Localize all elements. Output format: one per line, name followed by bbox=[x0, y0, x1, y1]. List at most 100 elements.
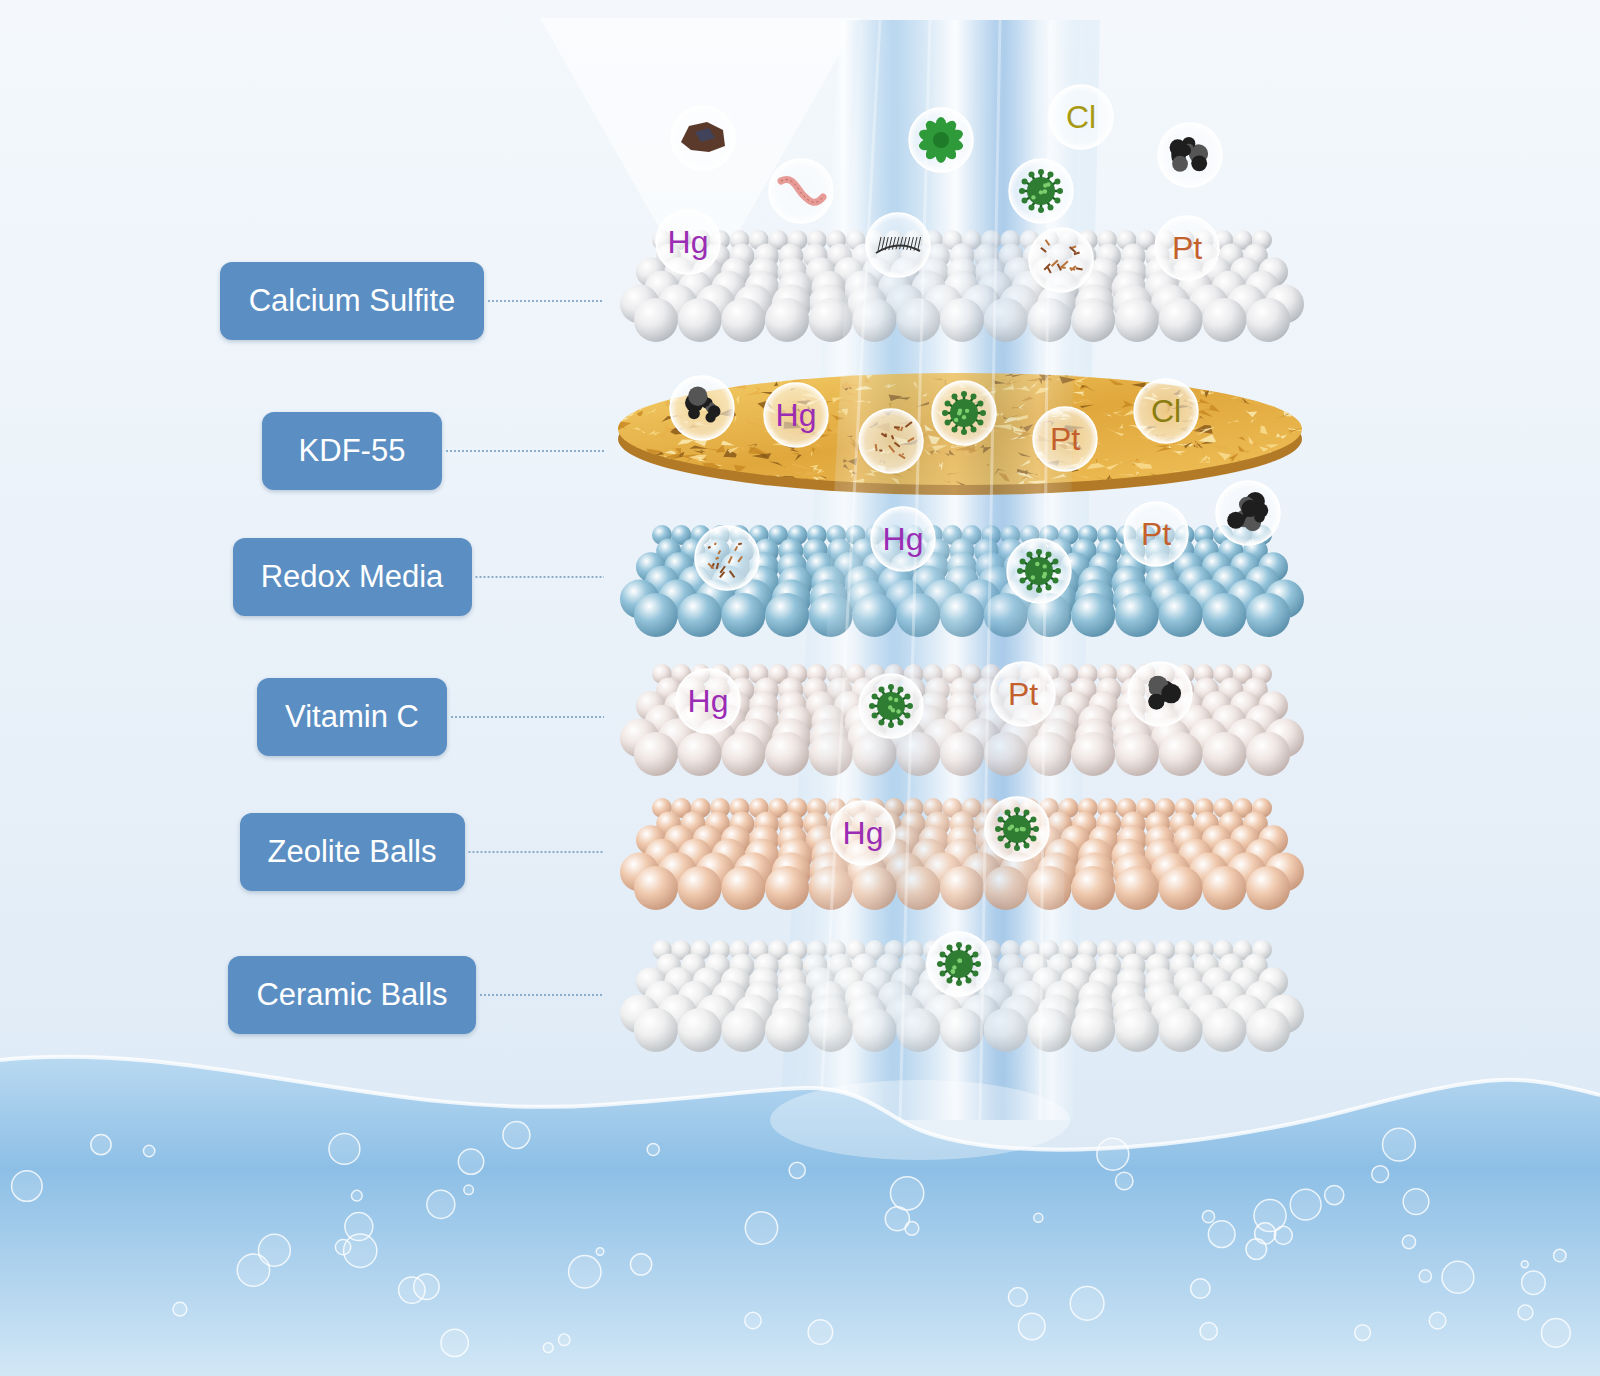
water-bubble bbox=[789, 1162, 805, 1178]
rock-icon bbox=[681, 122, 725, 152]
water-bubble bbox=[1019, 1313, 1046, 1340]
water-bubble bbox=[1355, 1325, 1371, 1341]
media-ball bbox=[765, 866, 809, 910]
water-bubble bbox=[1442, 1261, 1474, 1293]
layer-name: Vitamin C bbox=[285, 699, 419, 735]
media-ball bbox=[721, 732, 765, 776]
water-bubble bbox=[458, 1149, 483, 1174]
water-bubble bbox=[237, 1254, 269, 1286]
virus-icon bbox=[942, 391, 986, 435]
media-ball bbox=[721, 593, 765, 637]
media-ball bbox=[1159, 298, 1203, 342]
water-bubble bbox=[503, 1122, 530, 1149]
bubble bbox=[859, 674, 923, 738]
splash bbox=[770, 1080, 1070, 1160]
flower-icon bbox=[917, 117, 964, 163]
virus-icon bbox=[937, 942, 981, 986]
water-bubble bbox=[173, 1302, 187, 1316]
media-ball bbox=[1202, 593, 1246, 637]
media-ball bbox=[721, 1008, 765, 1052]
blob-icon bbox=[1170, 137, 1209, 172]
water-bubble bbox=[745, 1212, 777, 1244]
media-ball bbox=[1246, 732, 1290, 776]
water-bubble bbox=[1372, 1166, 1389, 1183]
bubble bbox=[1158, 123, 1222, 187]
layer-name: Redox Media bbox=[261, 559, 444, 595]
bubble bbox=[1049, 85, 1113, 149]
layer-label-box: Vitamin C bbox=[257, 678, 447, 756]
element-symbol: Hg bbox=[883, 523, 924, 555]
water-bubble bbox=[91, 1135, 111, 1155]
leader-line bbox=[446, 450, 604, 452]
bubble bbox=[1155, 216, 1219, 280]
media-ball bbox=[1202, 732, 1246, 776]
bubble bbox=[1128, 662, 1192, 726]
water-bubble bbox=[345, 1213, 373, 1241]
media-ball bbox=[1246, 866, 1290, 910]
bubble bbox=[1007, 539, 1071, 603]
water-bubble bbox=[569, 1256, 601, 1288]
bubble bbox=[866, 213, 930, 277]
media-ball bbox=[1246, 593, 1290, 637]
element-symbol: Hg bbox=[776, 399, 817, 431]
media-ball bbox=[1071, 732, 1115, 776]
media-ball bbox=[678, 866, 722, 910]
water-bubble bbox=[890, 1177, 923, 1210]
media-ball bbox=[678, 298, 722, 342]
media-ball bbox=[1071, 1008, 1115, 1052]
bubble bbox=[764, 383, 828, 447]
water-bubble bbox=[1115, 1172, 1132, 1189]
lashes-icon bbox=[876, 237, 921, 253]
media-ball bbox=[1159, 1008, 1203, 1052]
bubble bbox=[831, 801, 895, 865]
leader-line bbox=[451, 716, 604, 718]
flake-icon bbox=[1041, 240, 1083, 273]
worm-icon bbox=[781, 180, 823, 203]
element-symbol: Pt bbox=[1141, 518, 1171, 550]
water-bubble bbox=[1402, 1235, 1415, 1248]
leader-line bbox=[476, 576, 605, 578]
bubble bbox=[656, 210, 720, 274]
water-bubble bbox=[808, 1320, 833, 1345]
water-bubble bbox=[351, 1190, 362, 1201]
water-stream-front bbox=[800, 20, 1080, 1120]
water-bubble bbox=[1521, 1261, 1528, 1268]
bubble bbox=[932, 381, 996, 445]
water-bubble bbox=[143, 1145, 154, 1156]
water-bubble bbox=[543, 1343, 553, 1353]
layer-label-box: KDF-55 bbox=[262, 412, 442, 490]
media-ball bbox=[1071, 298, 1115, 342]
water-bubble bbox=[1274, 1226, 1292, 1244]
media-ball bbox=[1115, 298, 1159, 342]
media-ball bbox=[1246, 1008, 1290, 1052]
leader-line bbox=[469, 851, 605, 853]
bubble bbox=[1029, 228, 1093, 292]
layer-label-box: Redox Media bbox=[233, 538, 472, 616]
media-ball bbox=[1159, 732, 1203, 776]
element-symbol: Cl bbox=[1151, 395, 1181, 427]
media-ball bbox=[1159, 593, 1203, 637]
media-ball bbox=[634, 1008, 678, 1052]
media-ball bbox=[634, 866, 678, 910]
bubble bbox=[991, 662, 1055, 726]
leader-line bbox=[480, 994, 604, 996]
layer-label-box: Zeolite Balls bbox=[240, 813, 465, 891]
media-ball bbox=[634, 298, 678, 342]
media-ball bbox=[721, 298, 765, 342]
bubble bbox=[859, 409, 923, 473]
virus-icon bbox=[1019, 169, 1063, 213]
layer-label-box: Ceramic Balls bbox=[228, 956, 476, 1034]
element-symbol: Pt bbox=[1050, 423, 1080, 455]
media-ball bbox=[1115, 866, 1159, 910]
media-ball bbox=[1115, 732, 1159, 776]
media-ball bbox=[1246, 298, 1290, 342]
water-bubble bbox=[1325, 1185, 1344, 1204]
water-bubble bbox=[1419, 1270, 1431, 1282]
bubble bbox=[871, 507, 935, 571]
media-ball bbox=[1071, 593, 1115, 637]
bubble bbox=[769, 159, 833, 223]
water-bubble bbox=[441, 1329, 468, 1356]
water-surface bbox=[0, 1057, 1600, 1376]
media-ball bbox=[765, 1008, 809, 1052]
